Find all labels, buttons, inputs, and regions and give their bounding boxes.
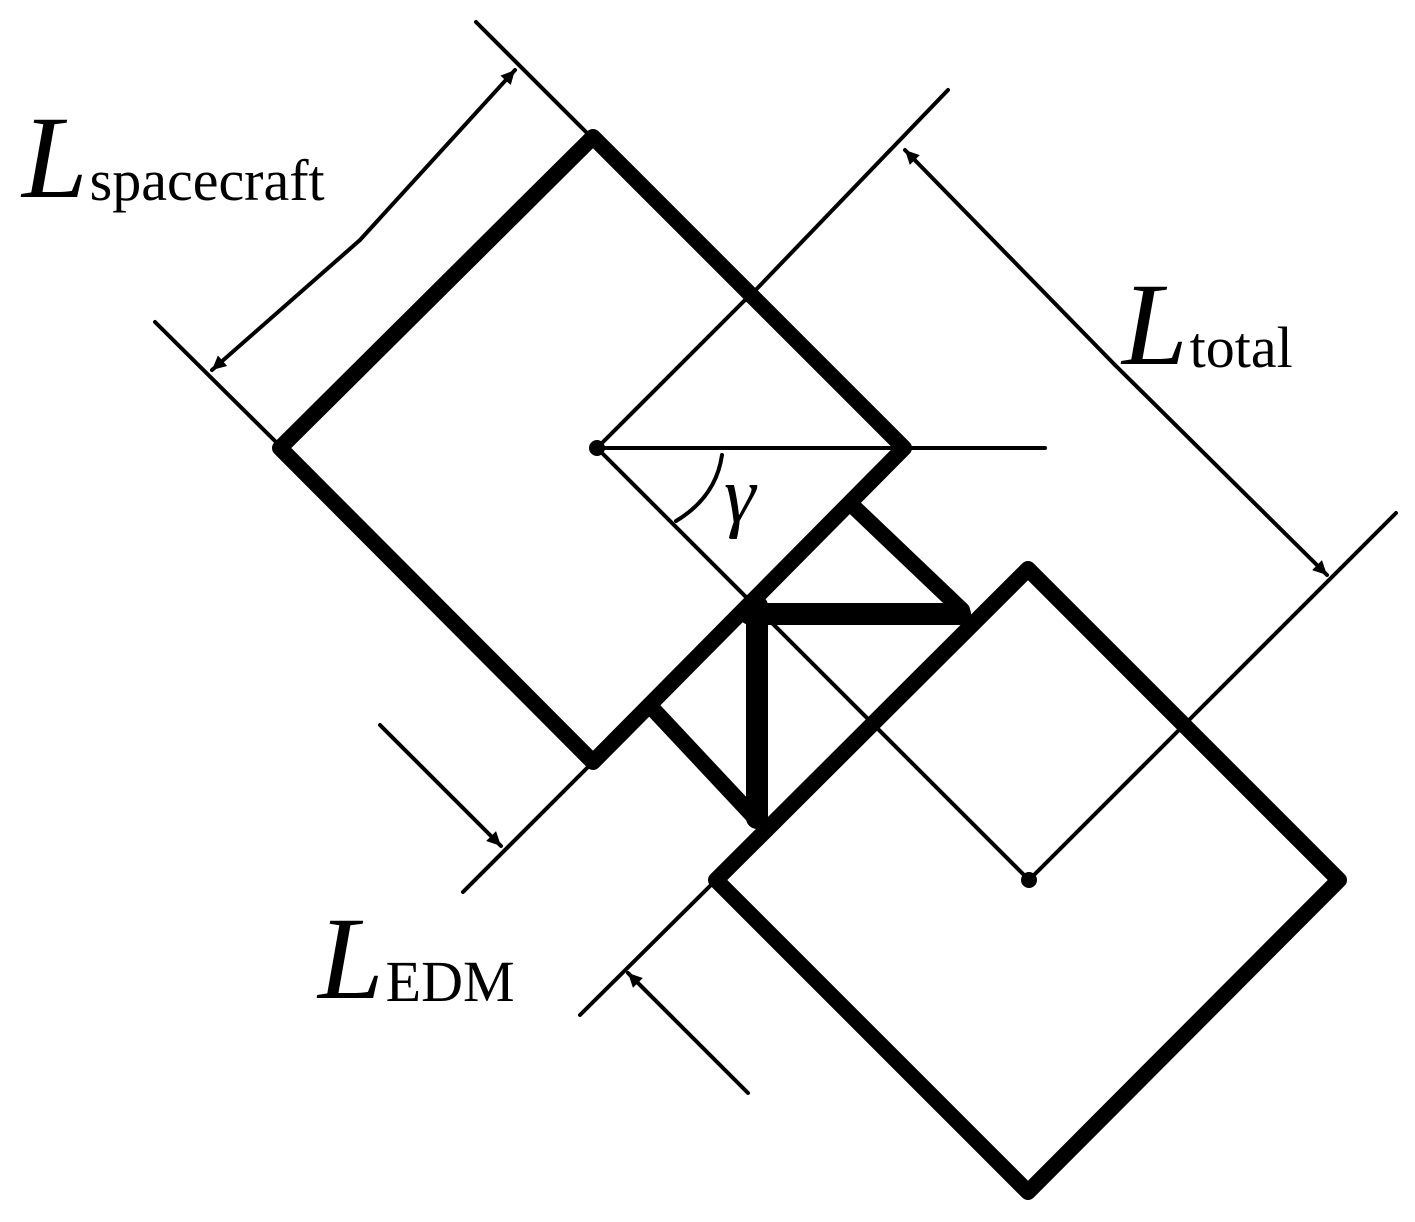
edm-extension-line-bottom bbox=[578, 882, 714, 1017]
axis-line-lower bbox=[595, 446, 1031, 882]
lower-spacecraft-body bbox=[708, 561, 1347, 1200]
total-dimension-arrow-top bbox=[903, 148, 1117, 367]
edm-dimension-arrow-bottom bbox=[626, 971, 750, 1095]
label-l-spacecraft-main: L bbox=[20, 92, 88, 223]
label-angle-gamma: γ bbox=[724, 452, 758, 540]
label-l-spacecraft-sub: spacecraft bbox=[90, 148, 325, 213]
upper-spacecraft-body bbox=[272, 129, 912, 770]
label-l-edm: LEDM bbox=[316, 893, 515, 1024]
spacecraft-extension-line-top bbox=[474, 20, 588, 134]
center-line-lower-body bbox=[1027, 725, 1184, 882]
spacecraft-dimension-arrow-top bbox=[358, 68, 517, 242]
edm-bar-upper-diagonal bbox=[848, 501, 970, 618]
edm-bar-lower-diagonal bbox=[644, 700, 763, 826]
label-l-spacecraft: Lspacecraft bbox=[20, 92, 325, 223]
center-line-upper-body bbox=[595, 298, 747, 450]
spacecraft-extension-line-bottom bbox=[153, 320, 279, 445]
label-l-total: Ltotal bbox=[1120, 259, 1293, 390]
label-l-total-sub: total bbox=[1190, 315, 1293, 380]
edm-extension-line-top bbox=[461, 765, 590, 894]
lower-spacecraft-center-point bbox=[1021, 872, 1037, 888]
total-dimension-arrow-bottom bbox=[1113, 363, 1329, 577]
edm-dimension-arrow-top bbox=[378, 723, 503, 848]
angle-arc bbox=[674, 453, 724, 523]
label-l-edm-sub: EDM bbox=[386, 949, 515, 1014]
label-l-edm-main: L bbox=[316, 893, 384, 1024]
label-l-total-main: L bbox=[1120, 259, 1188, 390]
upper-spacecraft-center-point bbox=[589, 440, 605, 456]
total-extension-line-bottom bbox=[1180, 511, 1398, 729]
total-extension-line-top bbox=[744, 88, 950, 302]
spacecraft-dimension-arrow-bottom bbox=[210, 238, 362, 372]
